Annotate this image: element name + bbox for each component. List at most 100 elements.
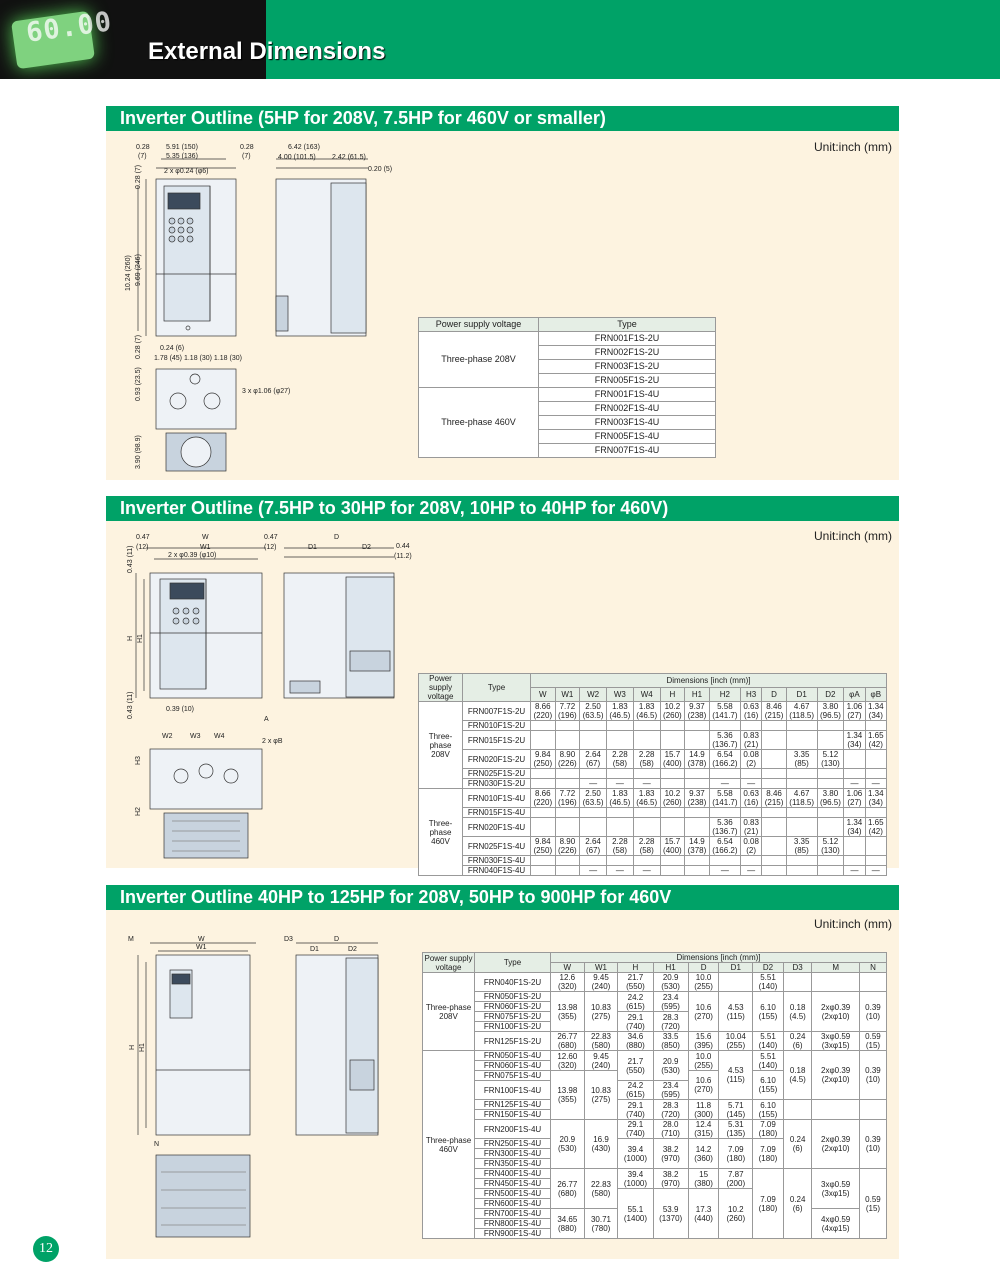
dim-cell: 8.66 (220) [530,788,556,808]
type-cell: FRN060F1S-2U [474,1001,551,1012]
dim-label: H3 [135,756,142,765]
dim-label: 0.28 [136,144,150,151]
dim-cell: 0.24 (6) [782,1031,813,1051]
dim-col-header: W [530,687,556,702]
dim-cell [659,730,686,750]
col-header: Power supply voltage [418,317,539,332]
dim-label: D2 [362,544,371,551]
dim-cell [579,807,607,818]
dim-label: W [202,534,209,541]
dim-label: 0.47 [136,534,150,541]
dim-cell: — [579,865,607,876]
type-cell: FRN040F1S-2U [474,972,551,992]
dim-cell: 0.59 (15) [858,1031,888,1051]
dim-cell: — [632,778,661,789]
dim-cell: — [632,865,661,876]
dim-cell: 1.83 (46.5) [632,701,661,721]
dim-cell [816,807,845,818]
dim-cell [761,720,787,731]
dim-cell: 3xφ0.59 (3xφ15) [811,1031,860,1051]
voltage-cell: Three-phase 208V [418,331,539,388]
drawing-large-inverter: M W W1 D3 D D1 D2 H H1 N [128,936,379,1238]
lcd-digits: 60.00 [24,6,115,49]
dim-cell [659,855,686,866]
dim-cell: 1.83 (46.5) [605,701,634,721]
dim-cell: 21.7 (550) [617,972,654,992]
dim-cell: 9.37 (238) [684,701,710,721]
dim-cell: 28.3 (720) [652,1011,689,1032]
dim-cell: 9.84 (250) [530,836,556,856]
voltage-cell: Three-phase 208V [418,701,463,789]
dim-label: 0.43 (11) [127,692,134,720]
dim-cell: 26.77 (680) [550,1168,585,1209]
type-cell: FRN030F1S-4U [462,855,531,866]
dim-cell: 11.8 (300) [687,1099,720,1120]
dim-cell: — [864,778,888,789]
type-cell: FRN100F1S-2U [474,1021,551,1032]
dim-cell: 7.09 (180) [752,1119,784,1139]
dim-cell: 5.51 (140) [752,1050,784,1071]
dim-cell [708,720,742,731]
voltage-cell: Three-phase 460V [418,387,539,458]
dim-cell: 7.87 (200) [718,1168,754,1189]
type-cell: FRN002F1S-2U [538,345,716,360]
dim-cell [843,720,866,731]
dim-cell: 5.58 (141.7) [708,788,742,808]
dim-label: W1 [200,544,211,551]
type-cell: FRN200F1S-4U [474,1119,551,1139]
type-cell: FRN150F1S-4U [474,1109,551,1120]
dim-cell: 7.09 (180) [752,1168,784,1239]
dim-cell: 0.24 (6) [782,1168,813,1239]
dim-label: (7) [138,153,147,160]
dim-cell [684,720,710,731]
dim-cell [554,865,581,876]
header-photo: 60.00 [0,0,266,79]
type-cell: FRN400F1S-4U [474,1168,551,1179]
dim-col-header: H2 [708,687,742,702]
type-cell: FRN001F1S-2U [538,331,716,346]
dim-cell [530,865,556,876]
dim-cell: — [739,865,763,876]
dim-cell [843,768,866,779]
dim-cell [785,768,818,779]
dim-label: 5.91 (150) [166,144,198,151]
dim-cell [816,720,845,731]
type-cell: FRN020F1S-2U [462,749,531,769]
dim-cell: 34.65 (880) [550,1208,585,1239]
dim-cell: 4.67 (118.5) [785,788,818,808]
dim-cell: 12.6 (320) [550,972,585,992]
dim-col-header: W2 [579,687,607,702]
dim-cell: 1.65 (42) [864,817,888,837]
dim-cell [684,865,710,876]
dim-cell: 10.6 (270) [687,991,720,1032]
dim-cell [858,972,888,992]
dim-label: (12) [136,544,148,551]
type-cell: FRN900F1S-4U [474,1228,551,1239]
dim-label: (11.2) [394,553,412,560]
dim-label: 0.39 (10) [166,706,194,713]
dim-cell: 26.77 (680) [550,1031,585,1051]
type-table-small: Power supply voltage Type Three-phase 20… [418,317,716,458]
dim-cell: 7.72 (196) [554,788,581,808]
dim-cell: 4.67 (118.5) [785,701,818,721]
dim-cell [632,768,661,779]
dim-label: 3 x φ1.06 (φ27) [242,388,290,395]
dim-cell: 10.83 (275) [583,991,619,1032]
dim-cell [718,972,754,992]
dim-cell: 6.10 (155) [752,1099,784,1120]
dim-cell [843,836,866,856]
dim-cell [785,720,818,731]
dim-cell: 2xφ0.39 (2xφ10) [811,1050,860,1100]
type-cell: FRN015F1S-2U [462,730,531,750]
dim-cell [761,730,787,750]
dim-cell [684,768,710,779]
dim-label: W4 [214,733,225,740]
dim-cell: 4xφ0.59 (4xφ15) [811,1208,860,1239]
dim-col-header: H1 [652,962,689,973]
voltage-cell: Three-phase 460V [418,788,463,876]
dim-cell [816,865,845,876]
dim-cell: 10.6 (270) [687,1070,720,1100]
dim-cell: 55.1 (1400) [617,1188,654,1239]
dim-cell: 15.6 (395) [687,1031,720,1051]
